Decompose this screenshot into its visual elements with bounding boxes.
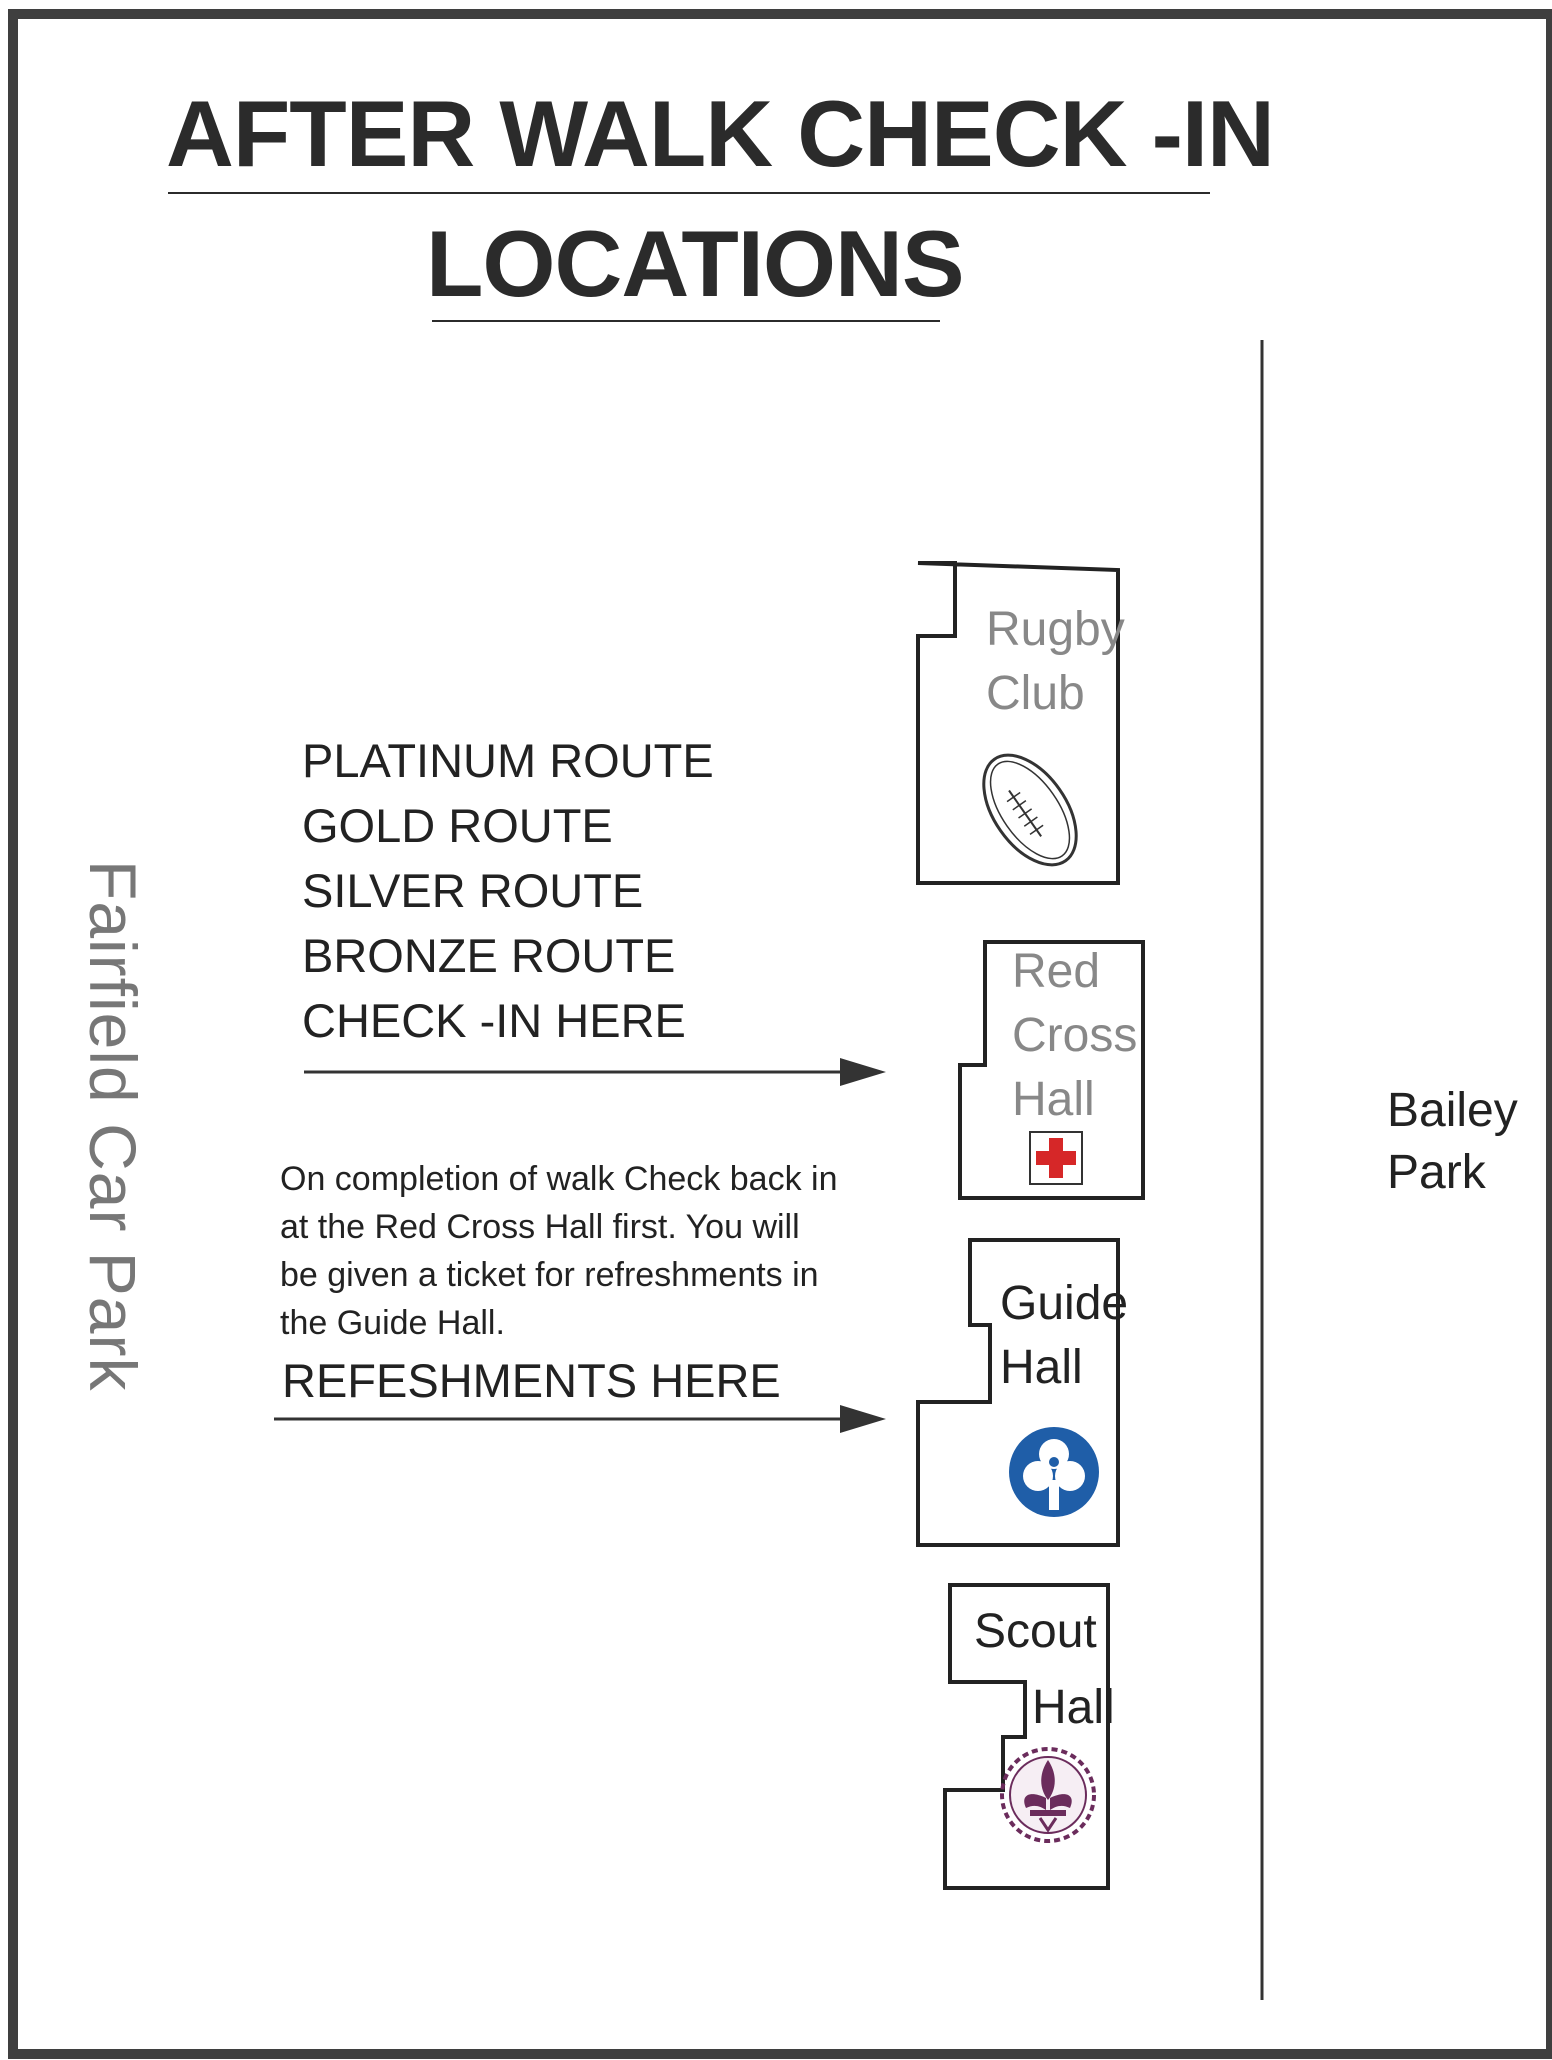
route-item: PLATINUM ROUTE xyxy=(302,734,714,787)
route-list: PLATINUM ROUTE GOLD ROUTE SILVER ROUTE B… xyxy=(302,728,714,1053)
guide-hall-building xyxy=(916,1238,1120,1547)
scout-hall-label-line-2: Hall xyxy=(1032,1681,1115,1734)
rugby-club-label-line: Club xyxy=(986,667,1085,720)
park-label: Bailey Park xyxy=(1387,1080,1518,1204)
title-line-2: LOCATIONS xyxy=(426,211,965,316)
check-in-arrow xyxy=(304,1058,886,1086)
red-cross-label-line: Red xyxy=(1012,945,1101,998)
red-cross-icon xyxy=(1029,1131,1083,1185)
completion-note: On completion of walk Check back in at t… xyxy=(280,1160,838,1342)
fleur-de-lis-icon xyxy=(1000,1747,1096,1843)
map-frame xyxy=(8,9,1552,2059)
route-item: GOLD ROUTE xyxy=(302,799,613,852)
rugby-club-label: Rugby Club xyxy=(986,598,1125,726)
route-item: SILVER ROUTE xyxy=(302,864,644,917)
rugby-club-label-line: Rugby xyxy=(986,603,1125,656)
guide-hall-label-line: Guide xyxy=(1000,1277,1129,1330)
red-cross-hall-label: Red Cross Hall xyxy=(1012,940,1137,1132)
rugby-club-building xyxy=(916,561,1120,885)
guide-hall-label-line: Hall xyxy=(1000,1341,1083,1394)
scout-hall-label-line-1: Scout xyxy=(974,1605,1097,1658)
red-cross-hall-building xyxy=(958,940,1145,1200)
car-park-label: Fairfield Car Park xyxy=(76,860,150,1392)
park-label-line: Bailey xyxy=(1387,1084,1518,1137)
refreshments-arrow xyxy=(274,1405,886,1433)
rugby-ball-icon xyxy=(982,753,1078,867)
title-line-1: AFTER WALK CHECK -IN xyxy=(166,81,1275,186)
title-underline-1 xyxy=(168,192,1210,194)
scout-hall-building xyxy=(943,1583,1110,1890)
guide-hall-label: Guide Hall xyxy=(1000,1272,1128,1400)
red-cross-label-line: Hall xyxy=(1012,1073,1095,1126)
red-cross-label-line: Cross xyxy=(1012,1009,1138,1062)
title-underline-2 xyxy=(432,320,940,322)
refreshments-label: REFESHMENTS HERE xyxy=(282,1354,781,1407)
trefoil-icon xyxy=(1009,1427,1099,1517)
route-item: BRONZE ROUTE xyxy=(302,929,676,982)
park-label-line: Park xyxy=(1387,1146,1486,1199)
check-in-label: CHECK -IN HERE xyxy=(302,994,686,1047)
